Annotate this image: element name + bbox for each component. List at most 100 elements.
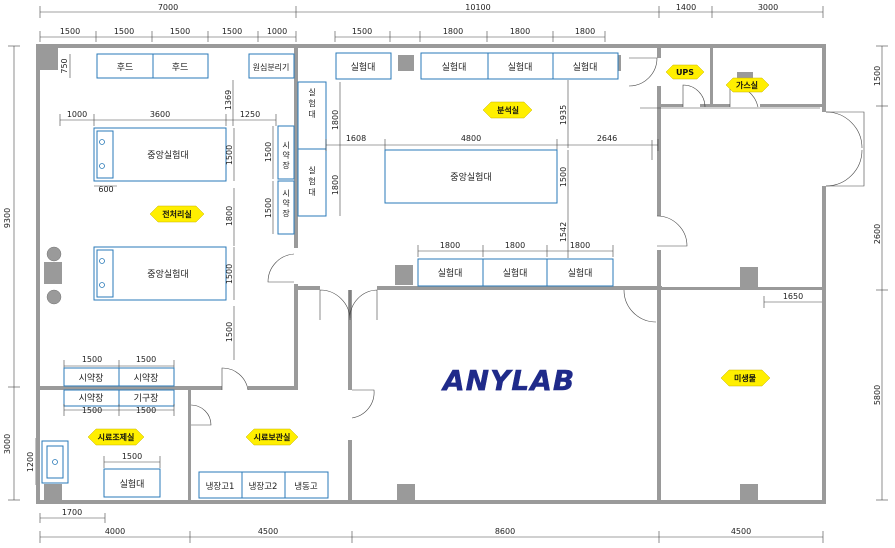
dim-1800-b2: 1800 (505, 241, 525, 250)
dim-4800: 4800 (461, 134, 481, 143)
fume-hood-2-label: 후드 (172, 62, 189, 73)
dim-top-sub-2: 1500 (114, 27, 134, 36)
room-tag-sample-storage (245, 428, 299, 446)
dim-top-sub-1: 1500 (60, 27, 80, 36)
walls (36, 44, 826, 504)
dim-left-sub: 1200 (26, 452, 35, 472)
dim-1500-c: 1500 (225, 322, 234, 342)
dim-top-sub-5: 1000 (267, 27, 287, 36)
dim-1369: 1369 (224, 90, 233, 110)
room-name-ups: UPS (676, 68, 694, 77)
dim-750: 750 (60, 58, 69, 73)
dim-right-3: 5800 (873, 385, 882, 405)
dim-right-1: 1500 (873, 66, 882, 86)
dim-1500-a: 1500 (225, 145, 234, 165)
gas-cylinder-icon (46, 246, 62, 262)
faucet-icon (99, 163, 105, 169)
bench-prep (103, 468, 161, 498)
anylab-logo: ANYLAB (441, 364, 575, 398)
dim-left-2: 3000 (3, 434, 12, 454)
dim-top-2: 10100 (465, 3, 490, 12)
dim-1650: 1650 (783, 292, 803, 301)
center-bench-2 (93, 246, 227, 301)
bench-top-b2-label: 실험대 (508, 62, 533, 73)
centrifuge-label: 원심분리기 (253, 62, 290, 72)
dim-1500-s4: 1500 (136, 406, 156, 415)
dim-1608: 1608 (346, 134, 366, 143)
dim-1500-bench: 1500 (122, 452, 142, 461)
room-tag-sample-prep (87, 428, 145, 446)
dim-1250: 1250 (240, 110, 260, 119)
center-bench-1 (93, 127, 227, 182)
dim-top-sub-4: 1500 (222, 27, 242, 36)
center-bench-3 (384, 149, 558, 204)
fume-hood-2 (152, 53, 209, 79)
fridge-2 (241, 471, 286, 499)
dim-left-1: 9300 (3, 208, 12, 228)
reagent-cabinet-h2-label: 시약장 (134, 372, 159, 384)
fume-hood-1 (96, 53, 154, 79)
dim-2646: 2646 (597, 134, 617, 143)
bench-prep-label: 실험대 (120, 479, 145, 490)
sink-1 (96, 130, 114, 179)
bottom-dimensions: 1700 4000 4500 8600 4500 (39, 508, 824, 543)
dim-600: 600 (98, 185, 113, 194)
dim-bottom-3: 8600 (495, 527, 515, 536)
fume-hood-1-label: 후드 (117, 62, 134, 73)
dim-3600: 3600 (150, 110, 170, 119)
bench-v1 (297, 81, 327, 150)
dim-top-3: 1400 (676, 3, 696, 12)
dim-1935: 1935 (559, 105, 568, 125)
doors (190, 57, 865, 426)
tool-cabinet-label: 기구장 (134, 393, 159, 404)
side-dimensions: 9300 3000 1200 1500 2600 5800 (3, 45, 888, 501)
dim-right-2: 2600 (873, 224, 882, 244)
room-tag-pretreatment (149, 205, 205, 223)
freezer-label: 냉동고 (294, 481, 318, 492)
dim-bottom-4: 4500 (731, 527, 751, 536)
dim-1800-s2: 1800 (331, 175, 340, 195)
room-name-gas: 가스실 (736, 80, 758, 90)
dim-top-1: 7000 (158, 3, 178, 12)
dim-top-4: 3000 (758, 3, 778, 12)
dim-top-mid-4: 1800 (575, 27, 595, 36)
bench-top-b3 (552, 52, 619, 80)
microbe-room: 1650 미생물 (720, 292, 822, 387)
dim-top-mid-1: 1500 (352, 27, 372, 36)
bench-top-b3-label: 실험대 (573, 62, 598, 73)
bench-top-a-label: 실험대 (351, 62, 376, 73)
tool-cabinet (118, 389, 175, 407)
sink-basin (46, 445, 64, 479)
bench-top-b1-label: 실험대 (442, 62, 467, 73)
fridge-1 (198, 471, 243, 499)
dim-1800-s1: 1800 (331, 110, 340, 130)
room-name-pretreatment: 전처리실 (162, 209, 191, 219)
dim-bottom-2: 4500 (258, 527, 278, 536)
dim-1542: 1542 (559, 222, 568, 242)
bench-top-a (335, 52, 392, 80)
ups-gas-rooms: UPS 가스실 (665, 64, 770, 93)
dim-top-sub-3: 1500 (170, 27, 190, 36)
dim-1800-a: 1800 (225, 206, 234, 226)
dim-bottom-sub: 1700 (62, 508, 82, 517)
dim-1800-b3: 1800 (570, 241, 590, 250)
reagent-cabinet-v2 (277, 180, 295, 235)
reagent-cabinet-v1 (277, 125, 295, 180)
room-name-microbe: 미생물 (734, 373, 757, 383)
room-name-analysis: 분석실 (497, 105, 519, 115)
center-bench-3-label: 중앙실험대 (450, 171, 491, 183)
faucet-icon (99, 139, 105, 145)
dim-top-mid-2: 1800 (443, 27, 463, 36)
room-name-sample-storage: 시료보관실 (254, 432, 291, 442)
dim-1500-cab2: 1500 (264, 198, 273, 218)
room-tag-ups (665, 64, 705, 80)
center-bench-1-label: 중앙실험대 (147, 149, 188, 161)
faucet-icon (99, 282, 105, 288)
dim-bottom-1: 4000 (105, 527, 125, 536)
